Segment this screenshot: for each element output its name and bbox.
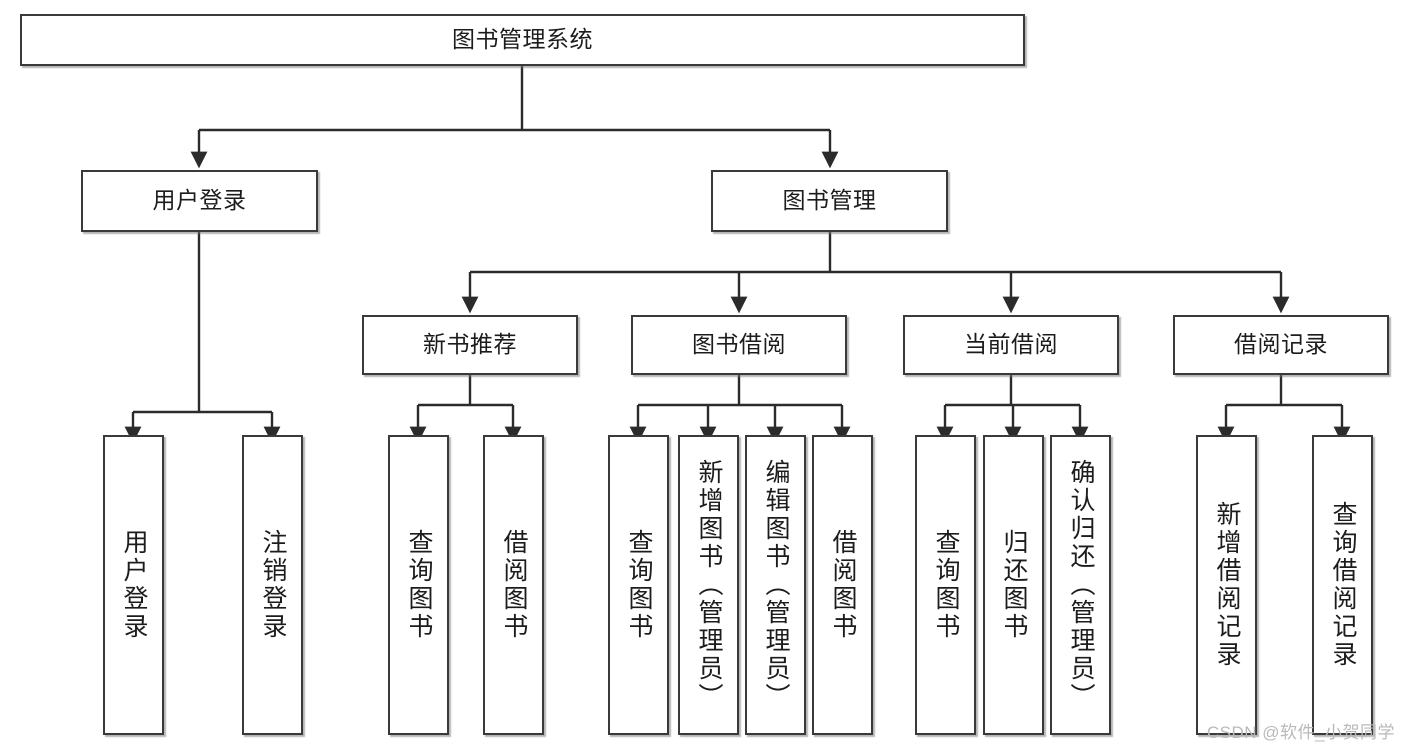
node-current-borrow[interactable]: 当前借阅 <box>903 315 1119 375</box>
node-new-book-recommendation[interactable]: 新书推荐 <box>362 315 578 375</box>
node-leaf-user-login-label: 用户登录 <box>120 529 148 641</box>
node-user-login[interactable]: 用户登录 <box>81 170 318 232</box>
node-leaf-return-book-label: 归还图书 <box>1000 529 1028 641</box>
node-leaf-add-book[interactable]: 新增图书（管理员） <box>678 435 739 735</box>
node-leaf-query-book-c[interactable]: 查询图书 <box>915 435 976 735</box>
node-root-label: 图书管理系统 <box>452 26 593 53</box>
node-leaf-borrow-book-a-label: 借阅图书 <box>500 529 528 641</box>
node-leaf-user-login[interactable]: 用户登录 <box>103 435 164 735</box>
node-book-manage-label: 图书管理 <box>782 187 877 214</box>
node-leaf-query-book-b[interactable]: 查询图书 <box>608 435 669 735</box>
node-user-login-label: 用户登录 <box>152 187 247 214</box>
node-book-borrow-label: 图书借阅 <box>692 331 786 358</box>
node-leaf-confirm-return[interactable]: 确认归还（管理员） <box>1050 435 1111 735</box>
node-borrow-record-label: 借阅记录 <box>1234 331 1328 358</box>
node-leaf-return-book[interactable]: 归还图书 <box>983 435 1044 735</box>
node-leaf-add-borrow-record-label: 新增借阅记录 <box>1213 501 1241 669</box>
node-leaf-edit-book-label: 编辑图书（管理员） <box>762 459 790 711</box>
node-root[interactable]: 图书管理系统 <box>20 14 1025 66</box>
node-leaf-query-borrow-record[interactable]: 查询借阅记录 <box>1312 435 1373 735</box>
node-leaf-borrow-book-a[interactable]: 借阅图书 <box>483 435 544 735</box>
node-leaf-add-book-label: 新增图书（管理员） <box>695 459 723 711</box>
node-leaf-borrow-book-b[interactable]: 借阅图书 <box>812 435 873 735</box>
node-leaf-add-borrow-record[interactable]: 新增借阅记录 <box>1196 435 1257 735</box>
node-leaf-logout[interactable]: 注销登录 <box>242 435 303 735</box>
node-leaf-edit-book[interactable]: 编辑图书（管理员） <box>745 435 806 735</box>
node-leaf-query-borrow-record-label: 查询借阅记录 <box>1329 501 1357 669</box>
node-leaf-logout-label: 注销登录 <box>259 529 287 641</box>
node-borrow-record[interactable]: 借阅记录 <box>1173 315 1389 375</box>
node-leaf-query-book-b-label: 查询图书 <box>625 529 653 641</box>
node-leaf-query-book-c-label: 查询图书 <box>932 529 960 641</box>
node-current-borrow-label: 当前借阅 <box>964 331 1058 358</box>
node-book-borrow[interactable]: 图书借阅 <box>631 315 847 375</box>
node-leaf-confirm-return-label: 确认归还（管理员） <box>1067 459 1095 711</box>
node-new-book-recommendation-label: 新书推荐 <box>423 331 517 358</box>
node-leaf-borrow-book-b-label: 借阅图书 <box>829 529 857 641</box>
node-leaf-query-book-a[interactable]: 查询图书 <box>388 435 449 735</box>
node-leaf-query-book-a-label: 查询图书 <box>405 529 433 641</box>
node-book-manage[interactable]: 图书管理 <box>711 170 948 232</box>
